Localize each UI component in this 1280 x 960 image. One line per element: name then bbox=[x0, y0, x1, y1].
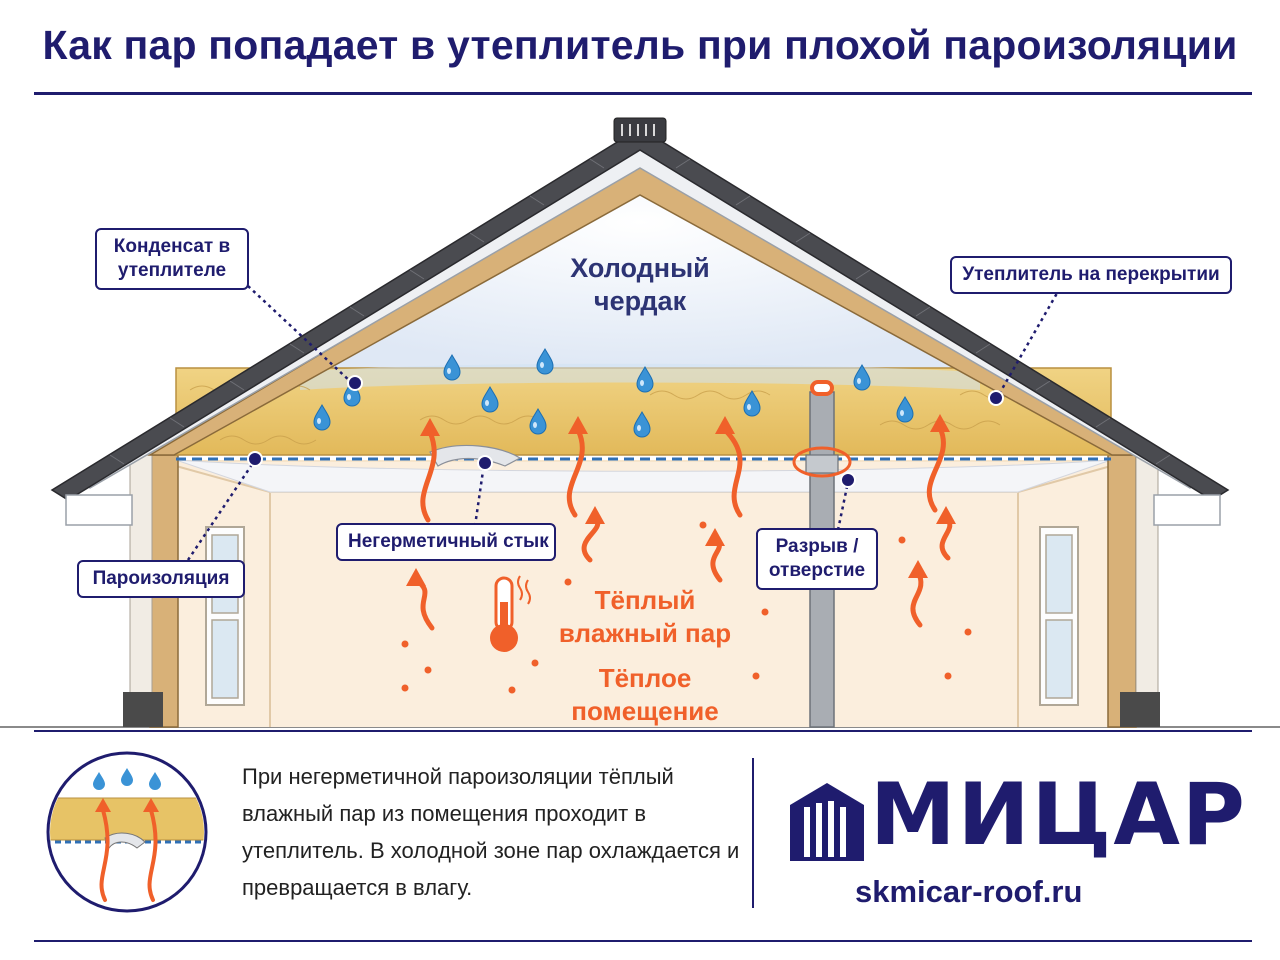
roof-vent-icon bbox=[613, 117, 667, 143]
left-window bbox=[205, 526, 245, 706]
brand-logo-icon bbox=[790, 783, 864, 861]
callout-rupture: Разрыв / отверстие bbox=[756, 528, 878, 590]
cold-attic bbox=[300, 160, 980, 368]
vertical-divider bbox=[752, 758, 754, 908]
callout-dots bbox=[247, 375, 1004, 488]
callout-ceiling-insulation: Утеплитель на перекрытии bbox=[950, 256, 1232, 294]
inset-detail-circle bbox=[46, 751, 208, 913]
bottom-divider bbox=[34, 940, 1252, 942]
brand-website[interactable]: skmicar-roof.ru bbox=[855, 874, 1083, 909]
warm-vapor-label: Тёплый влажный пар bbox=[558, 585, 732, 648]
roof bbox=[50, 117, 1230, 526]
right-window bbox=[1039, 526, 1079, 706]
callout-leaky-joint: Негерметичный стык bbox=[336, 523, 556, 561]
leaky-joint-shape bbox=[429, 444, 522, 467]
vapor-arrowheads bbox=[406, 414, 956, 586]
title-divider bbox=[34, 92, 1252, 95]
warm-room bbox=[150, 459, 1135, 727]
callout-condensate: Конденсат в утеплителе bbox=[95, 228, 249, 290]
thermometer-icon bbox=[490, 575, 531, 652]
page-title: Как пар попадает в утеплитель при плохой… bbox=[42, 22, 1238, 68]
right-gutter bbox=[1153, 494, 1221, 526]
left-gutter bbox=[65, 494, 133, 526]
water-droplet-icon bbox=[93, 768, 161, 790]
callout-vapor-barrier: Пароизоляция bbox=[77, 560, 245, 598]
vapor-dots bbox=[401, 521, 972, 694]
warm-room-label: Тёплое помещение bbox=[571, 663, 719, 726]
section-divider bbox=[34, 730, 1252, 732]
brand-name: МИЦАР bbox=[870, 765, 1247, 865]
cold-attic-label: Холодный чердак bbox=[570, 253, 710, 316]
callout-leaders bbox=[186, 285, 1062, 561]
explanation-text: При негерметичной пароизоляции тёплый вл… bbox=[242, 764, 740, 900]
